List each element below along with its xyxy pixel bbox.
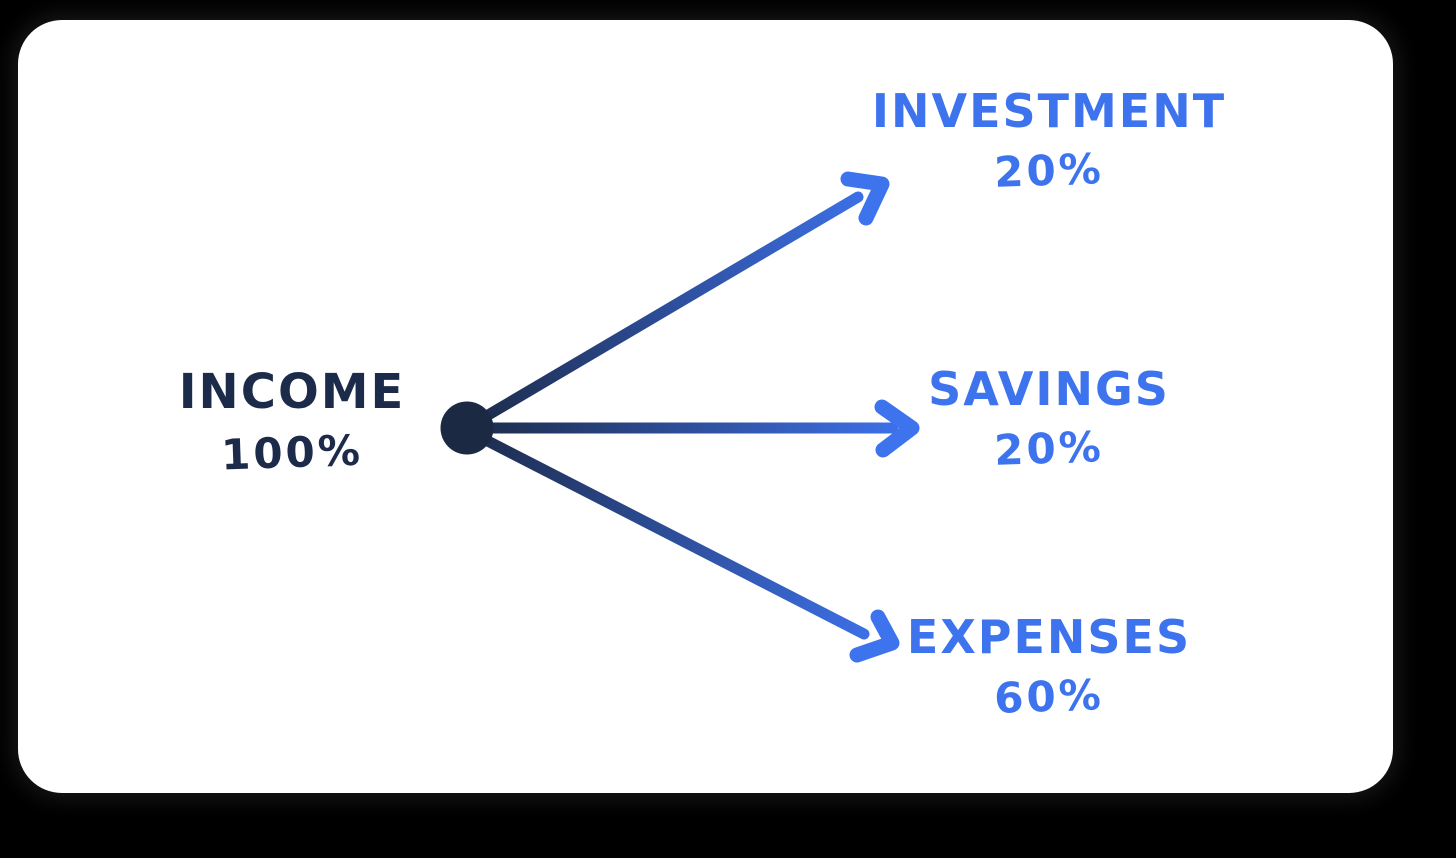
expenses-percent-text: 60% xyxy=(993,670,1105,723)
investment-label: INVESTMENT 20% xyxy=(871,84,1227,197)
diagram-card xyxy=(18,20,1393,793)
savings-percent-text: 20% xyxy=(993,422,1105,475)
arrow-shaft-investment xyxy=(472,191,864,427)
income-node-dot xyxy=(440,401,494,455)
arrowhead-savings-icon xyxy=(874,399,920,458)
income-percent-text: 100% xyxy=(220,425,364,480)
income-label: INCOME 100% xyxy=(178,364,406,479)
income-label-text: INCOME xyxy=(178,364,406,420)
expenses-label: EXPENSES 60% xyxy=(906,610,1192,723)
arrowhead-investment-icon xyxy=(840,171,890,226)
savings-label-text: SAVINGS xyxy=(928,362,1170,416)
investment-percent-text: 20% xyxy=(993,144,1105,197)
savings-label: SAVINGS 20% xyxy=(928,362,1170,475)
investment-label-text: INVESTMENT xyxy=(871,84,1227,138)
expenses-label-text: EXPENSES xyxy=(906,610,1192,664)
arrowhead-expenses-icon xyxy=(849,609,900,663)
arrow-shaft-expenses xyxy=(472,430,870,640)
